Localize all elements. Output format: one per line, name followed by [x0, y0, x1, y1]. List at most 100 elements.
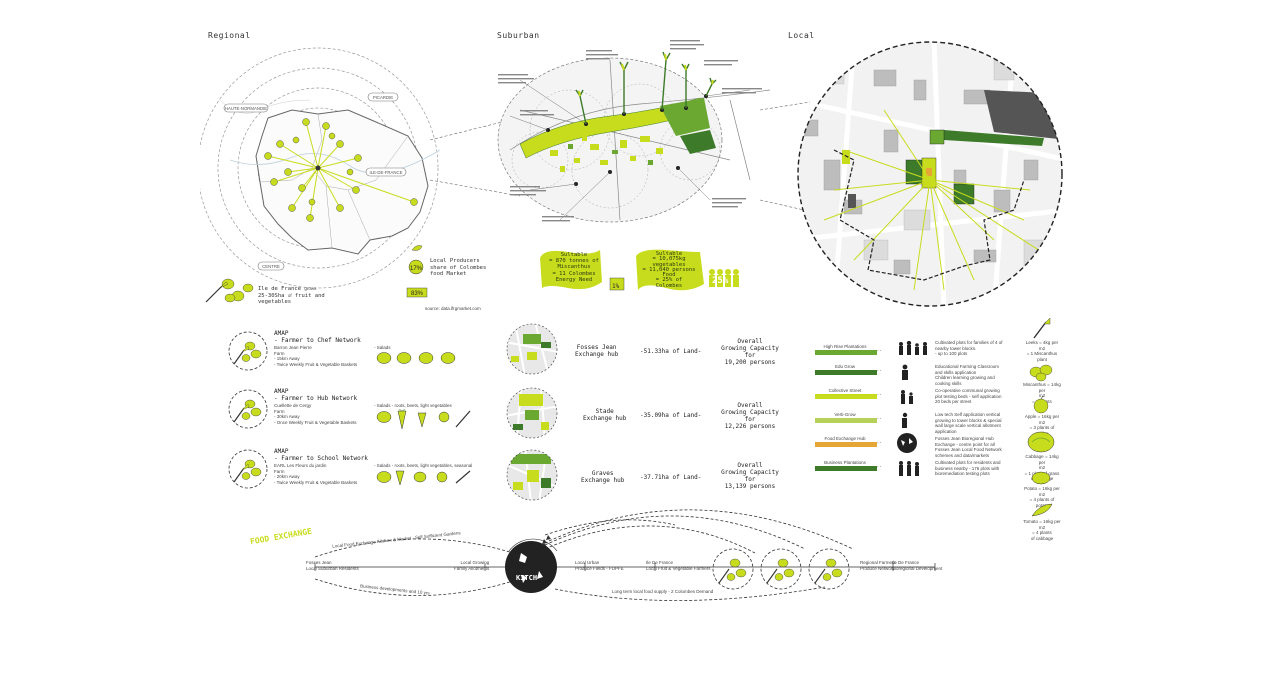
legend-label: Edu Grow [834, 364, 855, 369]
legend-row: Edu Grow - - Educational Farming Classroom… [815, 364, 1025, 388]
courgette-icon [1031, 503, 1053, 517]
bottom-flow [314, 509, 936, 601]
legend-separator: - - [877, 348, 882, 353]
legend-label: Food Exchange Hub [824, 436, 866, 441]
source-note: source: data.lfrgmarket.com [425, 306, 481, 311]
legend-figure-icon [895, 460, 935, 480]
legend-separator: - - [877, 464, 882, 469]
legend-row: Business Plantations - - Cultivated plots … [815, 460, 1025, 484]
suburban-badge-2: 25% [712, 276, 729, 286]
network-produce-1: - Salads [374, 345, 391, 350]
legend-swatch [815, 418, 877, 423]
bottom-note-2: Long term local food supply - 2 Colombes… [612, 589, 714, 594]
suburban-blobs [540, 249, 704, 291]
salad-icons [376, 352, 456, 364]
stat-blob-2: Sultable = 10,075kg vegetables = 11,040 … [642, 251, 696, 289]
network-produce-3: - Salads - roots, beets, light vegetable… [374, 463, 473, 468]
regional-map: HAUTE-NORMANDIE PICARDIE ILE-DE-FRANCE C… [200, 47, 441, 303]
suburban-badge-1: 1% [612, 283, 620, 290]
local-header: Local [788, 31, 815, 40]
region-label: ILE-DE-FRANCE [370, 170, 403, 175]
hub-land-3: -37.71ha of Land- [640, 474, 702, 481]
legend-figure-icon [895, 432, 935, 458]
legend-figure-icon [895, 340, 935, 359]
network-produce-2: - Salads - roots, beets, light vegetable… [374, 403, 452, 408]
legend-separator: - - [877, 392, 882, 397]
legend-separator: - - [877, 440, 882, 445]
network-icon-hub [228, 389, 268, 429]
legend-row: Verti-Grow - - Low tech Self application v… [815, 412, 1025, 436]
apple-icon [1033, 396, 1049, 414]
root-vegetable-icons [376, 409, 471, 430]
legend-label: Verti-Grow [834, 412, 856, 417]
region-label: PICARDIE [373, 95, 393, 100]
networks: AMAP- Farmer to Chef Network Barron Jean… [226, 330, 506, 500]
local-producers-text: Local Producers share of Colombes food M… [430, 258, 487, 277]
connector-regional-suburban [430, 119, 521, 197]
hub-map-fosses-jean [506, 323, 558, 375]
network-title-3: AMAP- Farmer to School Network [274, 448, 368, 462]
network-title-1: AMAP- Farmer to Chef Network [274, 330, 361, 344]
legend: High Rise Plantations - - Cultivated plots… [815, 340, 1025, 490]
hub-map-graves [506, 449, 558, 501]
connector-suburban-local [760, 101, 811, 211]
legend-separator: - - [877, 416, 882, 421]
network-icon-school [228, 449, 268, 489]
seasonal-icons [376, 470, 471, 485]
region-label: CENTRE [262, 264, 280, 269]
regional-header: Regional [208, 31, 251, 40]
legend-swatch [815, 370, 877, 375]
people-icon [709, 269, 739, 287]
hub-land-1: -51.33ha of Land- [640, 348, 702, 355]
local-producers-percent: 17% [410, 266, 423, 272]
legend-label: High Rise Plantations [823, 344, 867, 349]
hub-map-stade [506, 387, 558, 439]
hub-land-2: -35.09ha of Land- [640, 412, 702, 419]
stat-blob-1: Sultable = 870 tonnes of Miscanthus = 11… [549, 252, 599, 283]
legend-figure-icon [895, 388, 935, 408]
legend-label: Business Plantations [824, 460, 866, 465]
legend-swatch [815, 394, 877, 399]
leek-icon [1033, 318, 1051, 339]
legend-figure-icon [895, 364, 935, 384]
local-map [797, 41, 1063, 307]
region-label: HAUTE-NORMANDIE [225, 106, 267, 111]
legend-figure-icon [895, 412, 935, 432]
legend-row: Food Exchange Hub - - Fosses Jean Bioregio… [815, 433, 1025, 460]
legend-swatch [815, 350, 877, 355]
legend-separator: - - [877, 368, 882, 373]
idf-text: Ile de France grows 25-30Sha of fruit an… [258, 286, 325, 305]
legend-row: Collective Street Growing- -Co-operative… [815, 388, 1025, 412]
network-title-2: AMAP- Farmer to Hub Network [274, 388, 358, 402]
legend-row: High Rise Plantations - - Cultivated plots… [815, 340, 1025, 364]
legend-swatch [815, 466, 877, 471]
miscanthus-icon [1029, 364, 1053, 382]
cabbage-icon [1027, 431, 1055, 453]
suburban-header: Suburban [497, 31, 540, 40]
hub-subtext: KITCH [516, 574, 538, 582]
suburban-map [497, 40, 771, 223]
share-badge: 83% [411, 291, 424, 297]
